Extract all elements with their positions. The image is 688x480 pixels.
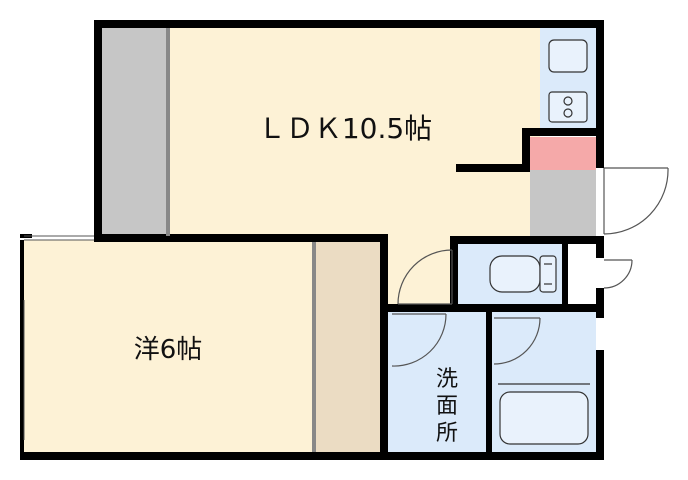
wall-right-bath — [596, 350, 604, 460]
wall-kitchen-vert — [522, 128, 530, 172]
stove-icon — [548, 91, 588, 123]
pipe-door-arc — [603, 259, 633, 289]
wall-bottom — [20, 452, 604, 460]
wall-closet-western — [312, 242, 316, 452]
fixtures — [489, 39, 590, 445]
wall-western-left — [20, 240, 24, 460]
ldk-closet — [102, 28, 166, 234]
pipe-space — [566, 244, 596, 304]
wall-right-upper — [596, 20, 604, 168]
washroom-floor — [388, 312, 488, 452]
windows — [23, 235, 94, 440]
wall-bath-top — [388, 304, 604, 312]
sink-icon — [548, 39, 588, 73]
wall-toilet-top — [450, 236, 604, 244]
wall-kitchen-top — [522, 128, 600, 136]
western-closet — [316, 240, 382, 452]
entrance-floor — [530, 170, 596, 238]
washroom-label-3: 所 — [436, 421, 458, 446]
wall-toilet-left — [450, 236, 458, 312]
wall-top — [94, 20, 604, 28]
washroom-label-2: 面 — [436, 394, 458, 419]
wall-right-lower — [596, 236, 604, 258]
toilet-door-arc — [397, 249, 453, 305]
western-room-floor — [22, 240, 316, 452]
doors — [391, 167, 669, 367]
walls — [20, 20, 604, 460]
bathtub-icon — [498, 383, 590, 445]
wall-toilet-right — [562, 236, 568, 308]
toilet-icon — [489, 255, 557, 293]
western-room-label: 洋6帖 — [134, 335, 203, 365]
ldk-floor-center — [100, 26, 540, 236]
floors — [22, 26, 598, 452]
wall-kitchen-stub — [456, 164, 530, 172]
wall-western-top — [94, 234, 386, 242]
washroom-label-1: 洗 — [436, 367, 458, 392]
washroom-door-arc — [391, 313, 447, 367]
bath-door-arc — [493, 317, 541, 365]
entrance-door-arc — [603, 167, 669, 235]
wall-left-ldk — [94, 20, 102, 240]
wall-wash-bath — [486, 312, 492, 460]
shoe-box — [530, 137, 596, 170]
wall-right-bottom — [596, 288, 604, 318]
wall-partition-western — [380, 234, 388, 460]
ldk-label: ＬＤＫ10.5帖 — [258, 112, 432, 145]
wall-closet-ldk — [166, 28, 170, 236]
